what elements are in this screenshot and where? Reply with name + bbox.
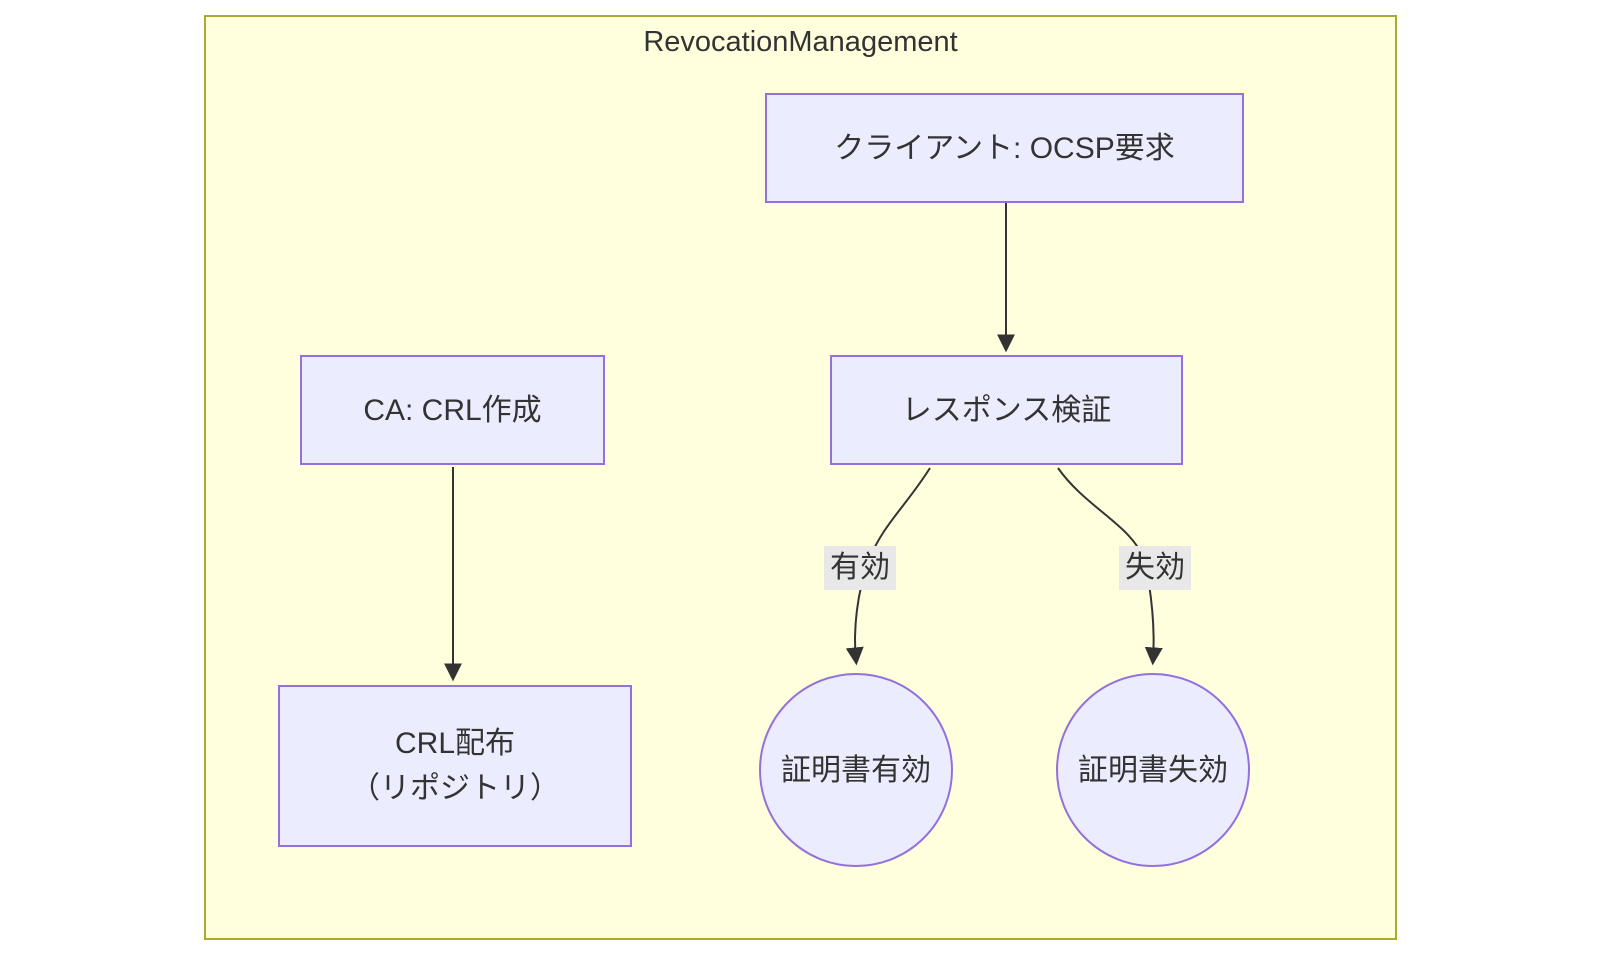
cluster-title: RevocationManagement xyxy=(643,26,958,58)
node-client-ocsp-request: クライアント: OCSP要求 xyxy=(765,93,1244,203)
node-certificate-valid: 証明書有効 xyxy=(759,673,953,867)
edge-label-valid: 有効 xyxy=(824,546,896,590)
node-label-line1: CRL配布 xyxy=(394,727,515,760)
edge-label-revoked: 失効 xyxy=(1119,546,1191,590)
node-label: CA: CRL作成 xyxy=(363,393,542,427)
node-label: レスポンス検証 xyxy=(901,393,1112,427)
node-label: クライアント: OCSP要求 xyxy=(834,131,1175,165)
node-label: 証明書有効 xyxy=(781,753,931,787)
node-crl-distribution-repository: CRL配布 （リポジトリ） xyxy=(278,685,632,847)
node-label: 証明書失効 xyxy=(1078,753,1228,787)
node-certificate-revoked: 証明書失効 xyxy=(1056,673,1250,867)
node-ca-crl-creation: CA: CRL作成 xyxy=(300,355,605,465)
node-response-verification: レスポンス検証 xyxy=(830,355,1183,465)
node-label-line2: （リポジトリ） xyxy=(350,772,560,805)
